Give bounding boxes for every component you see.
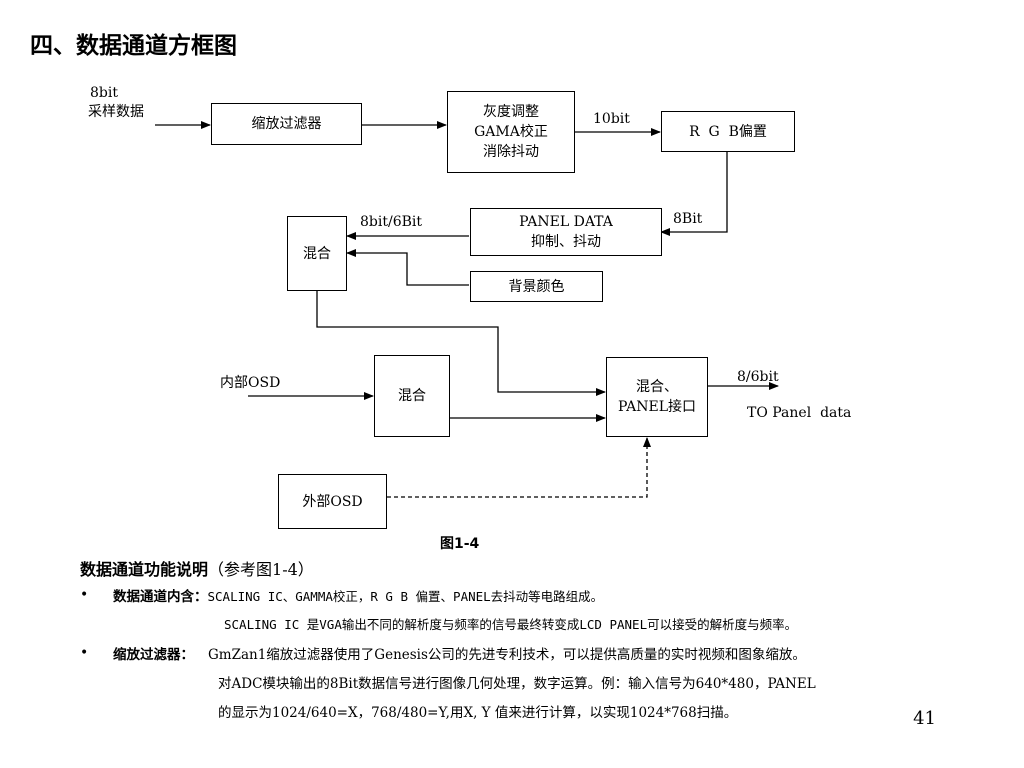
bullet-1: • [80, 587, 89, 603]
mix1-box: 混合 [287, 216, 347, 291]
figure-caption: 图1-4 [440, 536, 480, 552]
item1-line: 数据通道内含：SCALING IC、GAMMA校正，R G B 偏置、PANEL… [113, 587, 603, 607]
mix-panel-line-2: PANEL接口 [617, 399, 696, 415]
mix-panel-box: 混合、 PANEL接口 [606, 357, 708, 437]
panel-data-line-2: 抑制、抖动 [531, 234, 601, 250]
arrow-rgb-to-panel [660, 152, 728, 236]
mix1-label: 混合 [303, 245, 331, 262]
gamma-box: 灰度调整 GAMA校正 消除抖动 [447, 91, 575, 173]
gamma-line-1: 灰度调整 [483, 104, 539, 120]
gamma-line-3: 消除抖动 [483, 144, 539, 160]
input-name-label: 采样数据 [88, 104, 144, 120]
gamma-to-rgb-label: 10bit [593, 111, 630, 127]
internal-osd-label: 内部OSD [220, 375, 281, 391]
external-osd-box: 外部OSD [278, 474, 387, 529]
input-bits-label: 8bit [90, 85, 118, 101]
panel-data-line-1: PANEL DATA [519, 214, 613, 230]
item1-continuation: SCALING IC 是VGA输出不同的解析度与频率的信号最终转变成LCD PA… [224, 617, 798, 632]
item2-line: 缩放过滤器： GmZan1缩放过滤器使用了Genesis公司的先进专利技术，可以提… [113, 645, 806, 665]
arrow-mix1-to-mixpanel [316, 291, 606, 396]
page-number: 41 [913, 708, 936, 729]
item2-label: 缩放过滤器： [113, 647, 194, 663]
description-heading-bold: 数据通道功能说明 [80, 560, 209, 579]
scaling-filter-label: 缩放过滤器 [251, 116, 322, 132]
bullet-2: • [80, 645, 89, 661]
page-title: 四、数据通道方框图 [30, 33, 237, 59]
item1-text: SCALING IC、GAMMA校正，R G B 偏置、PANEL去抖动等电路组… [207, 589, 604, 604]
item1-label: 数据通道内含： [113, 589, 208, 605]
output-name-label: TO Panel data [747, 405, 852, 421]
arrow-external-osd-dashed [387, 437, 651, 498]
rgb-to-panel-label: 8Bit [673, 211, 703, 227]
arrow-bg-to-mix1 [346, 249, 469, 286]
external-osd-label: 外部OSD [302, 493, 363, 510]
output-bits-label: 8/6bit [737, 369, 779, 385]
mix2-label: 混合 [398, 388, 426, 404]
gamma-line-2: GAMA校正 [474, 124, 548, 140]
description-heading: 数据通道功能说明（参考图1-4） [80, 556, 314, 580]
mix-panel-line-1: 混合、 [636, 379, 678, 395]
item2-continuation-1: 对ADC模块输出的8Bit数据信号进行图像几何处理，数字运算。例：输入信号为64… [218, 676, 816, 692]
panel-to-mix-label: 8bit/6Bit [360, 214, 422, 230]
rgb-offset-box: R G B偏置 [661, 111, 795, 152]
item2-text: GmZan1缩放过滤器使用了Genesis公司的先进专利技术，可以提供高质量的实… [208, 647, 806, 663]
scaling-filter-box: 缩放过滤器 [211, 103, 362, 145]
background-color-label: 背景颜色 [508, 278, 565, 295]
rgb-offset-label: R G B偏置 [689, 123, 767, 140]
background-color-box: 背景颜色 [470, 271, 603, 302]
mix2-box: 混合 [374, 355, 450, 437]
panel-data-box: PANEL DATA 抑制、抖动 [470, 208, 662, 256]
description-heading-ref: （参考图1-4） [208, 560, 314, 579]
item2-continuation-2: 的显示为1024/640=X，768/480=Y,用X, Y 值来进行计算，以实… [218, 705, 738, 721]
